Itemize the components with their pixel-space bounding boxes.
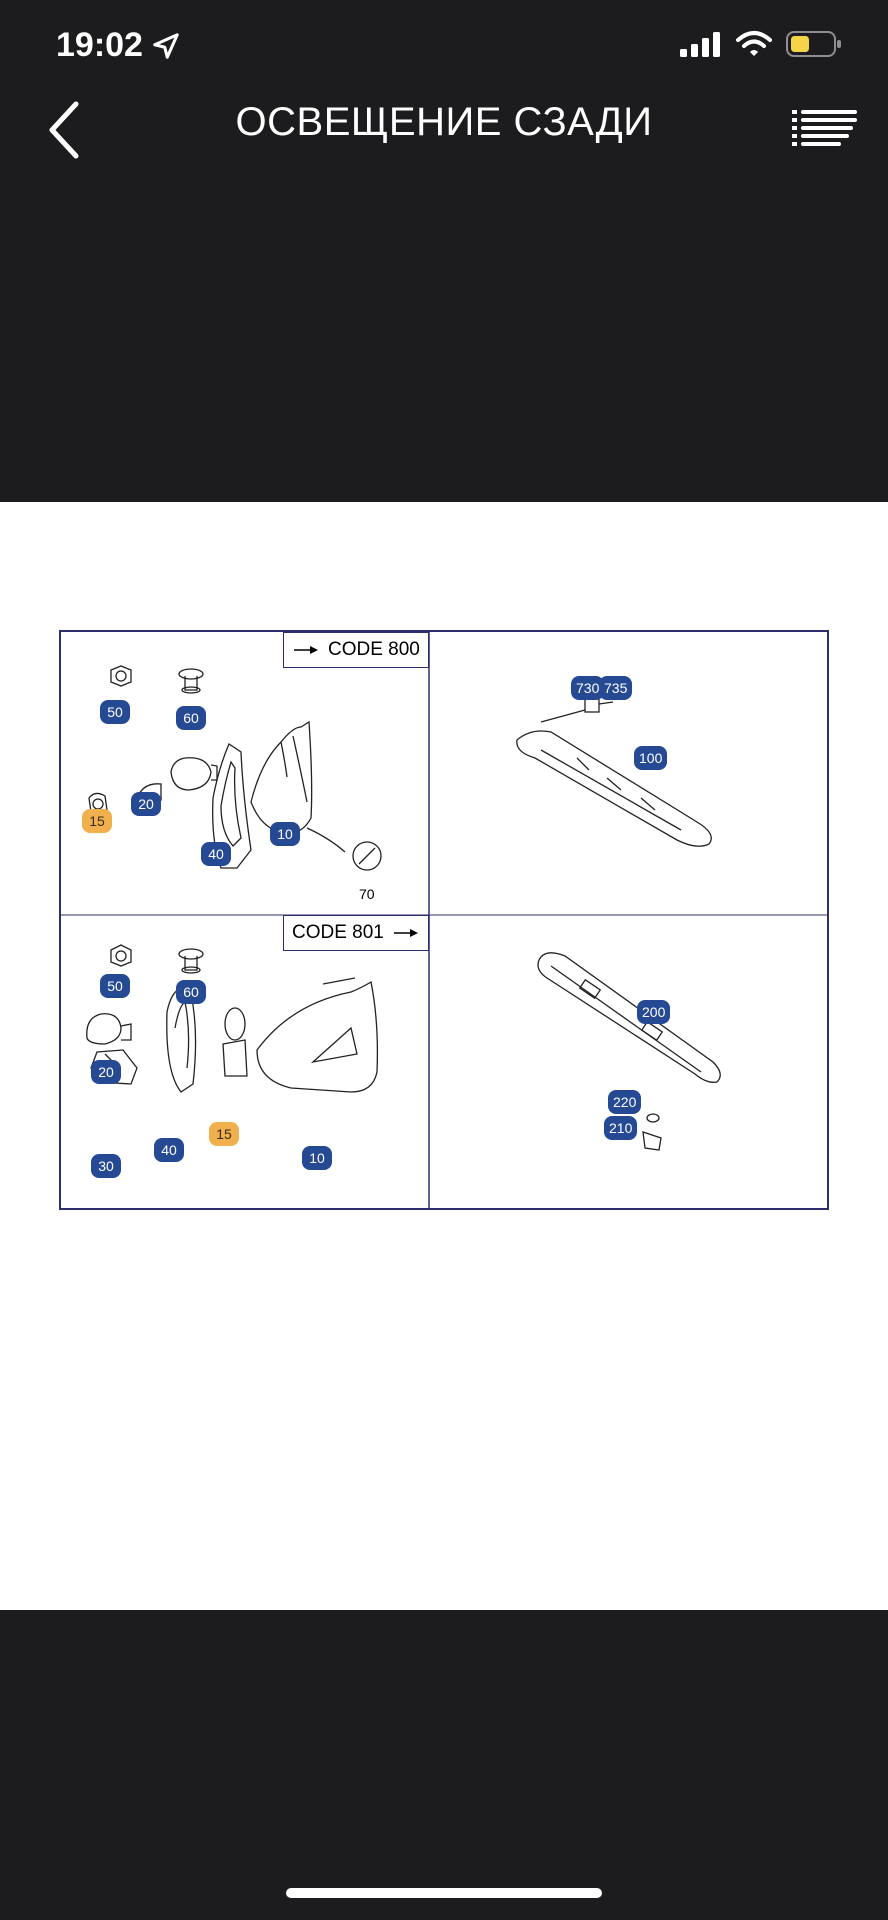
callout-730[interactable]: 730 <box>571 676 605 700</box>
callout-40-top[interactable]: 40 <box>201 842 231 866</box>
arrow-right-icon <box>393 929 418 937</box>
chevron-left-icon <box>49 101 79 159</box>
menu-button[interactable] <box>792 108 858 152</box>
arrow-right-icon <box>294 646 318 654</box>
clock: 19:02 <box>56 26 143 64</box>
location-arrow-icon <box>153 32 179 59</box>
callout-20-top[interactable]: 20 <box>131 792 161 816</box>
callout-60-bottom[interactable]: 60 <box>176 980 206 1004</box>
parts-diagram: CODE 800 CODE 801 50 60 20 15 40 10 70 7… <box>59 630 829 1210</box>
callout-100[interactable]: 100 <box>634 746 668 770</box>
callout-50-top[interactable]: 50 <box>100 700 130 724</box>
code-801-text: CODE 801 <box>292 922 384 943</box>
page-title: ОСВЕЩЕНИЕ СЗАДИ <box>235 100 653 144</box>
callout-15-top[interactable]: 15 <box>82 809 112 833</box>
callout-735[interactable]: 735 <box>599 676 633 700</box>
callout-30-bottom[interactable]: 30 <box>91 1154 121 1178</box>
status-time: 19:02 <box>56 26 181 65</box>
callout-200[interactable]: 200 <box>637 1000 671 1024</box>
list-menu-icon <box>792 110 857 146</box>
back-button[interactable] <box>44 98 88 162</box>
callout-10-bottom[interactable]: 10 <box>302 1146 332 1170</box>
callout-10-top[interactable]: 10 <box>270 822 300 846</box>
callout-40-bottom[interactable]: 40 <box>154 1138 184 1162</box>
battery-icon <box>786 31 841 57</box>
code-800-label: CODE 800 <box>283 632 429 668</box>
signal-icon <box>680 32 720 57</box>
callout-50-bottom[interactable]: 50 <box>100 974 130 998</box>
part-number-70: 70 <box>359 886 375 902</box>
parts-illustration <box>61 632 827 1208</box>
callout-220[interactable]: 220 <box>608 1090 642 1114</box>
callout-20-bottom[interactable]: 20 <box>91 1060 121 1084</box>
callout-60-top[interactable]: 60 <box>176 706 206 730</box>
code-801-label: CODE 801 <box>283 915 429 951</box>
home-indicator <box>286 1888 602 1898</box>
content-area: CODE 800 CODE 801 50 60 20 15 40 10 70 7… <box>0 502 888 1610</box>
status-icons <box>680 30 842 58</box>
callout-210[interactable]: 210 <box>604 1116 638 1140</box>
wifi-icon <box>736 31 772 56</box>
code-800-text: CODE 800 <box>328 639 420 660</box>
callout-15-bottom[interactable]: 15 <box>209 1122 239 1146</box>
